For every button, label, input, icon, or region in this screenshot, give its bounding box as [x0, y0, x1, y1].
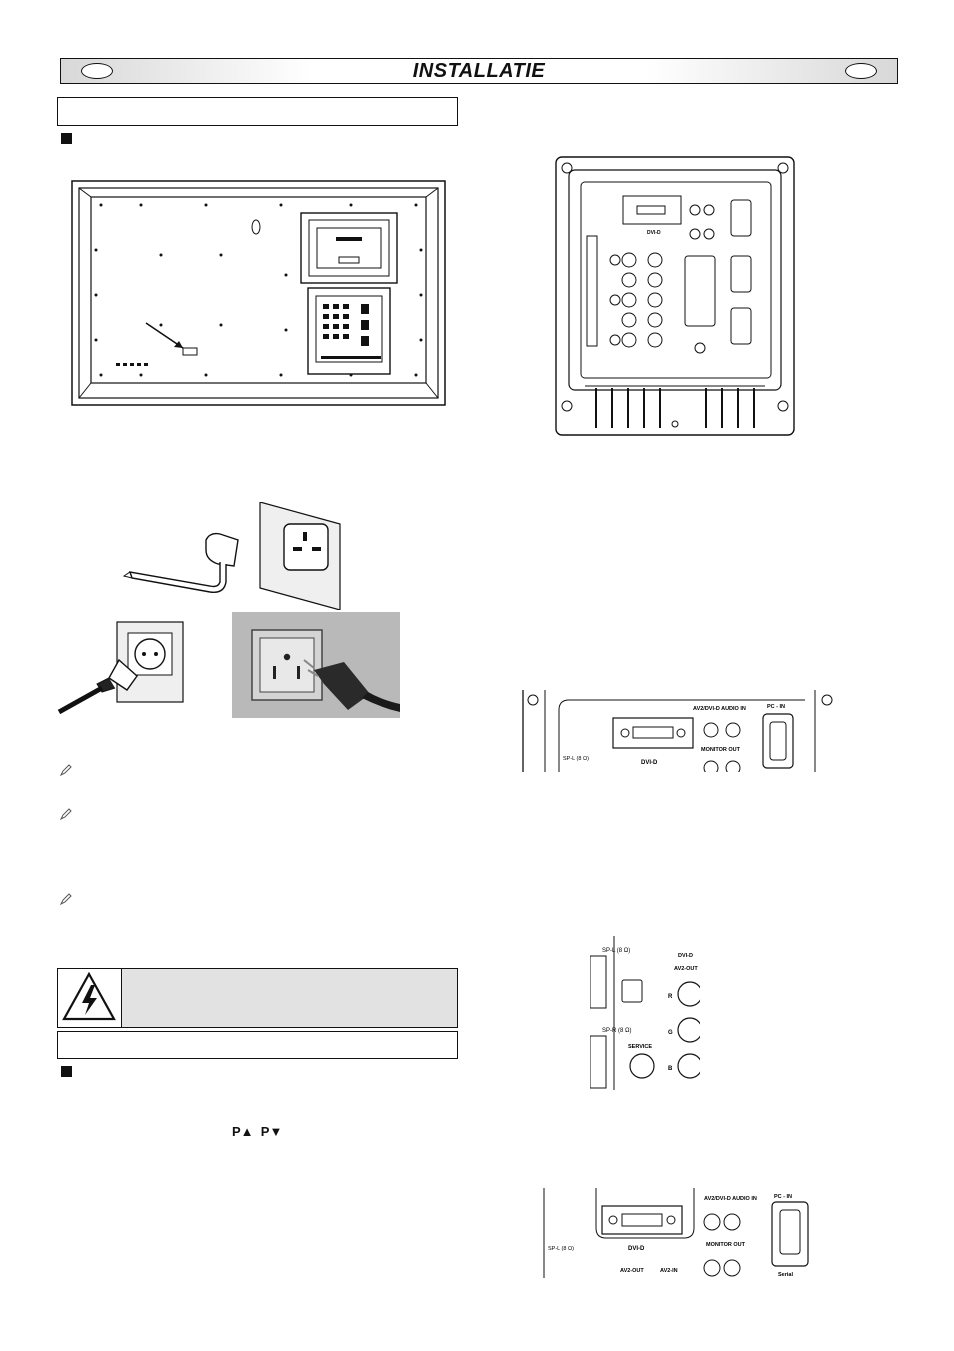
detail-monitor-out-label: MONITOR OUT — [701, 747, 741, 753]
section-heading-box-2 — [57, 1031, 458, 1059]
panel-detail-dvi-pc: DVI-D AV2/DVI-D AUDIO IN MONITOR OUT PC … — [515, 690, 840, 772]
detail2-sp-r-label: SP-R (8 Ω) — [602, 1028, 632, 1034]
detail-sp-l-label: SP-L (8 Ω) — [563, 756, 589, 762]
panel-dvi-label: DVI-D — [647, 230, 661, 236]
page-title: INSTALLATIE — [412, 60, 546, 82]
detail-audio-in-label: AV2/DVI-D AUDIO IN — [693, 706, 746, 712]
bullet-square — [61, 133, 72, 144]
detail3-av2-out-label: AV2-OUT — [620, 1268, 644, 1274]
warning-box — [57, 968, 458, 1028]
detail2-sp-l-label: SP-L (8 Ω) — [602, 948, 630, 954]
detail-dvi-label: DVI-D — [641, 760, 658, 766]
panel-detail-speaker-service: SP-L (8 Ω) SP-R (8 Ω) SERVICE AV2-OUT DV… — [590, 936, 700, 1090]
detail2-service-label: SERVICE — [628, 1044, 652, 1050]
detail3-monitor-out-label: MONITOR OUT — [706, 1242, 746, 1248]
detail2-g-label: G — [668, 1030, 673, 1036]
panel-detail-av2-serial: DVI-D AV2/DVI-D AUDIO IN MONITOR OUT AV2… — [524, 1188, 846, 1278]
detail2-r-label: R — [668, 994, 673, 1000]
detail3-dvi-label: DVI-D — [628, 1246, 645, 1252]
detail2-b-label: B — [668, 1066, 673, 1072]
warning-icon-cell — [58, 969, 122, 1027]
language-oval-left — [81, 63, 113, 79]
detail3-pc-in-label: PC - IN — [774, 1194, 792, 1200]
tv-back-panel-illustration — [71, 180, 446, 406]
title-bar: INSTALLATIE — [60, 58, 898, 84]
section-heading-box — [57, 97, 458, 126]
detail2-dvi-label: DVI-D — [678, 953, 693, 959]
note-pencil-icon — [60, 764, 72, 776]
detail3-audio-in-label: AV2/DVI-D AUDIO IN — [704, 1196, 757, 1202]
language-oval-right — [845, 63, 877, 79]
us-plug-illustration — [232, 612, 400, 718]
detail2-av2-out-label: AV2-OUT — [674, 966, 698, 972]
electric-hazard-icon — [62, 971, 116, 1021]
bullet-square — [61, 1066, 72, 1077]
note-pencil-icon — [60, 893, 72, 905]
detail3-sp-l-label: SP-L (8 Ω) — [548, 1246, 574, 1252]
eu-plug-illustration — [57, 621, 184, 715]
detail3-serial-label: Serial — [778, 1272, 793, 1278]
p-up-label: P▲ — [232, 1124, 254, 1139]
p-down-label: P▼ — [260, 1124, 283, 1139]
uk-plug-illustration — [122, 502, 341, 610]
terminal-panel-illustration: DVI-D — [555, 156, 795, 436]
detail3-av2-in-label: AV2-IN — [660, 1268, 678, 1274]
note-pencil-icon — [60, 808, 72, 820]
program-buttons-text: P▲ P▼ — [232, 1124, 282, 1139]
detail-pc-in-label: PC - IN — [767, 704, 785, 710]
